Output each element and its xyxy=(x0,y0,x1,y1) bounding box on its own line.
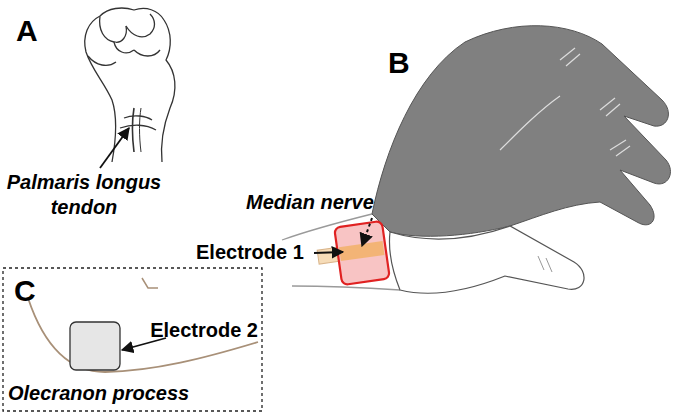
panel-letter: A xyxy=(16,12,38,50)
structure-label: Median nerve xyxy=(246,190,374,215)
electrode-pad xyxy=(70,322,120,370)
panel-letter: C xyxy=(14,272,36,310)
thumb-creases xyxy=(538,256,552,272)
structure-label: Palmaris longus tendon xyxy=(4,170,164,220)
inset-frame xyxy=(3,268,262,411)
leader-arrow xyxy=(314,252,343,253)
structure-label: Olecranon process xyxy=(8,381,189,406)
leader-arrow xyxy=(100,128,129,168)
electrode-pad xyxy=(314,221,389,288)
elbow-crease xyxy=(142,278,158,288)
nerve-pointer xyxy=(362,218,372,246)
panel-letter: B xyxy=(388,44,410,82)
skin-creases xyxy=(500,48,630,156)
part-label: Electrode 2 xyxy=(150,318,258,343)
elbow-outline xyxy=(28,298,258,372)
fist-sketch xyxy=(85,8,175,162)
thumb-outline xyxy=(389,226,584,293)
palm-shape xyxy=(372,26,670,237)
part-label: Electrode 1 xyxy=(196,240,304,265)
